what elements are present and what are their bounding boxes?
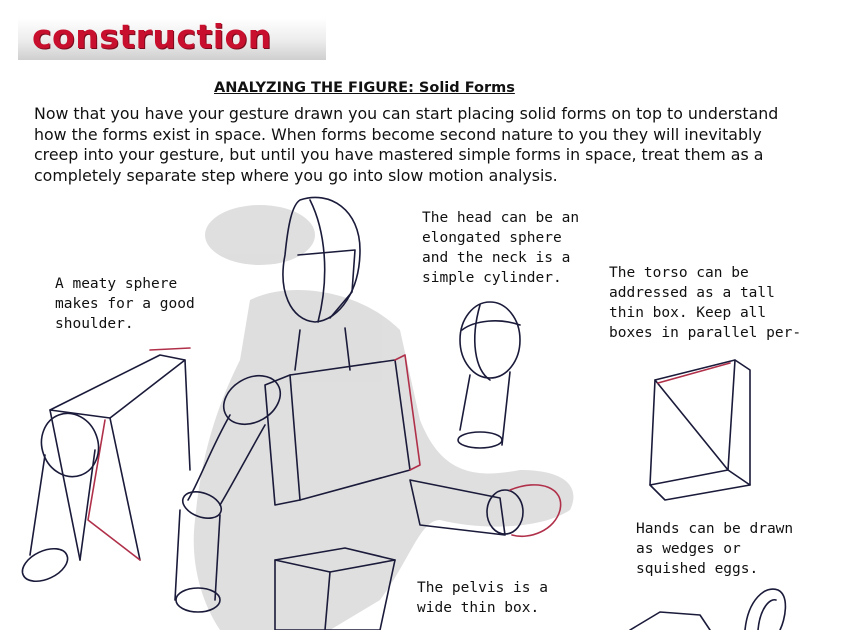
head-study <box>457 301 521 449</box>
callout-shoulder: A meaty sphere makes for a good shoulder… <box>55 276 195 332</box>
torso-box-study <box>649 359 751 501</box>
shoulder-study <box>21 347 191 583</box>
main-head <box>282 196 361 371</box>
intro-paragraph: Now that you have your gesture drawn you… <box>34 104 779 185</box>
main-pelvis <box>274 547 396 630</box>
main-torso <box>264 354 421 506</box>
callout-head: The head can be an elongated sphere and … <box>422 210 580 286</box>
callout-hands: Hands can be drawn as wedges or squished… <box>636 521 794 577</box>
main-right-arm <box>409 479 562 537</box>
section-title: ANALYZING THE FIGURE: Solid Forms <box>214 80 515 96</box>
header-title: CONSTRUCTION <box>32 17 272 56</box>
callout-torso: The torso can be addressed as a tall thi… <box>609 265 802 341</box>
main-left-arm <box>174 374 282 613</box>
header-banner: CONSTRUCTION <box>18 17 326 60</box>
hand-study <box>629 588 787 630</box>
callout-pelvis: The pelvis is a wide thin box. <box>417 580 548 616</box>
